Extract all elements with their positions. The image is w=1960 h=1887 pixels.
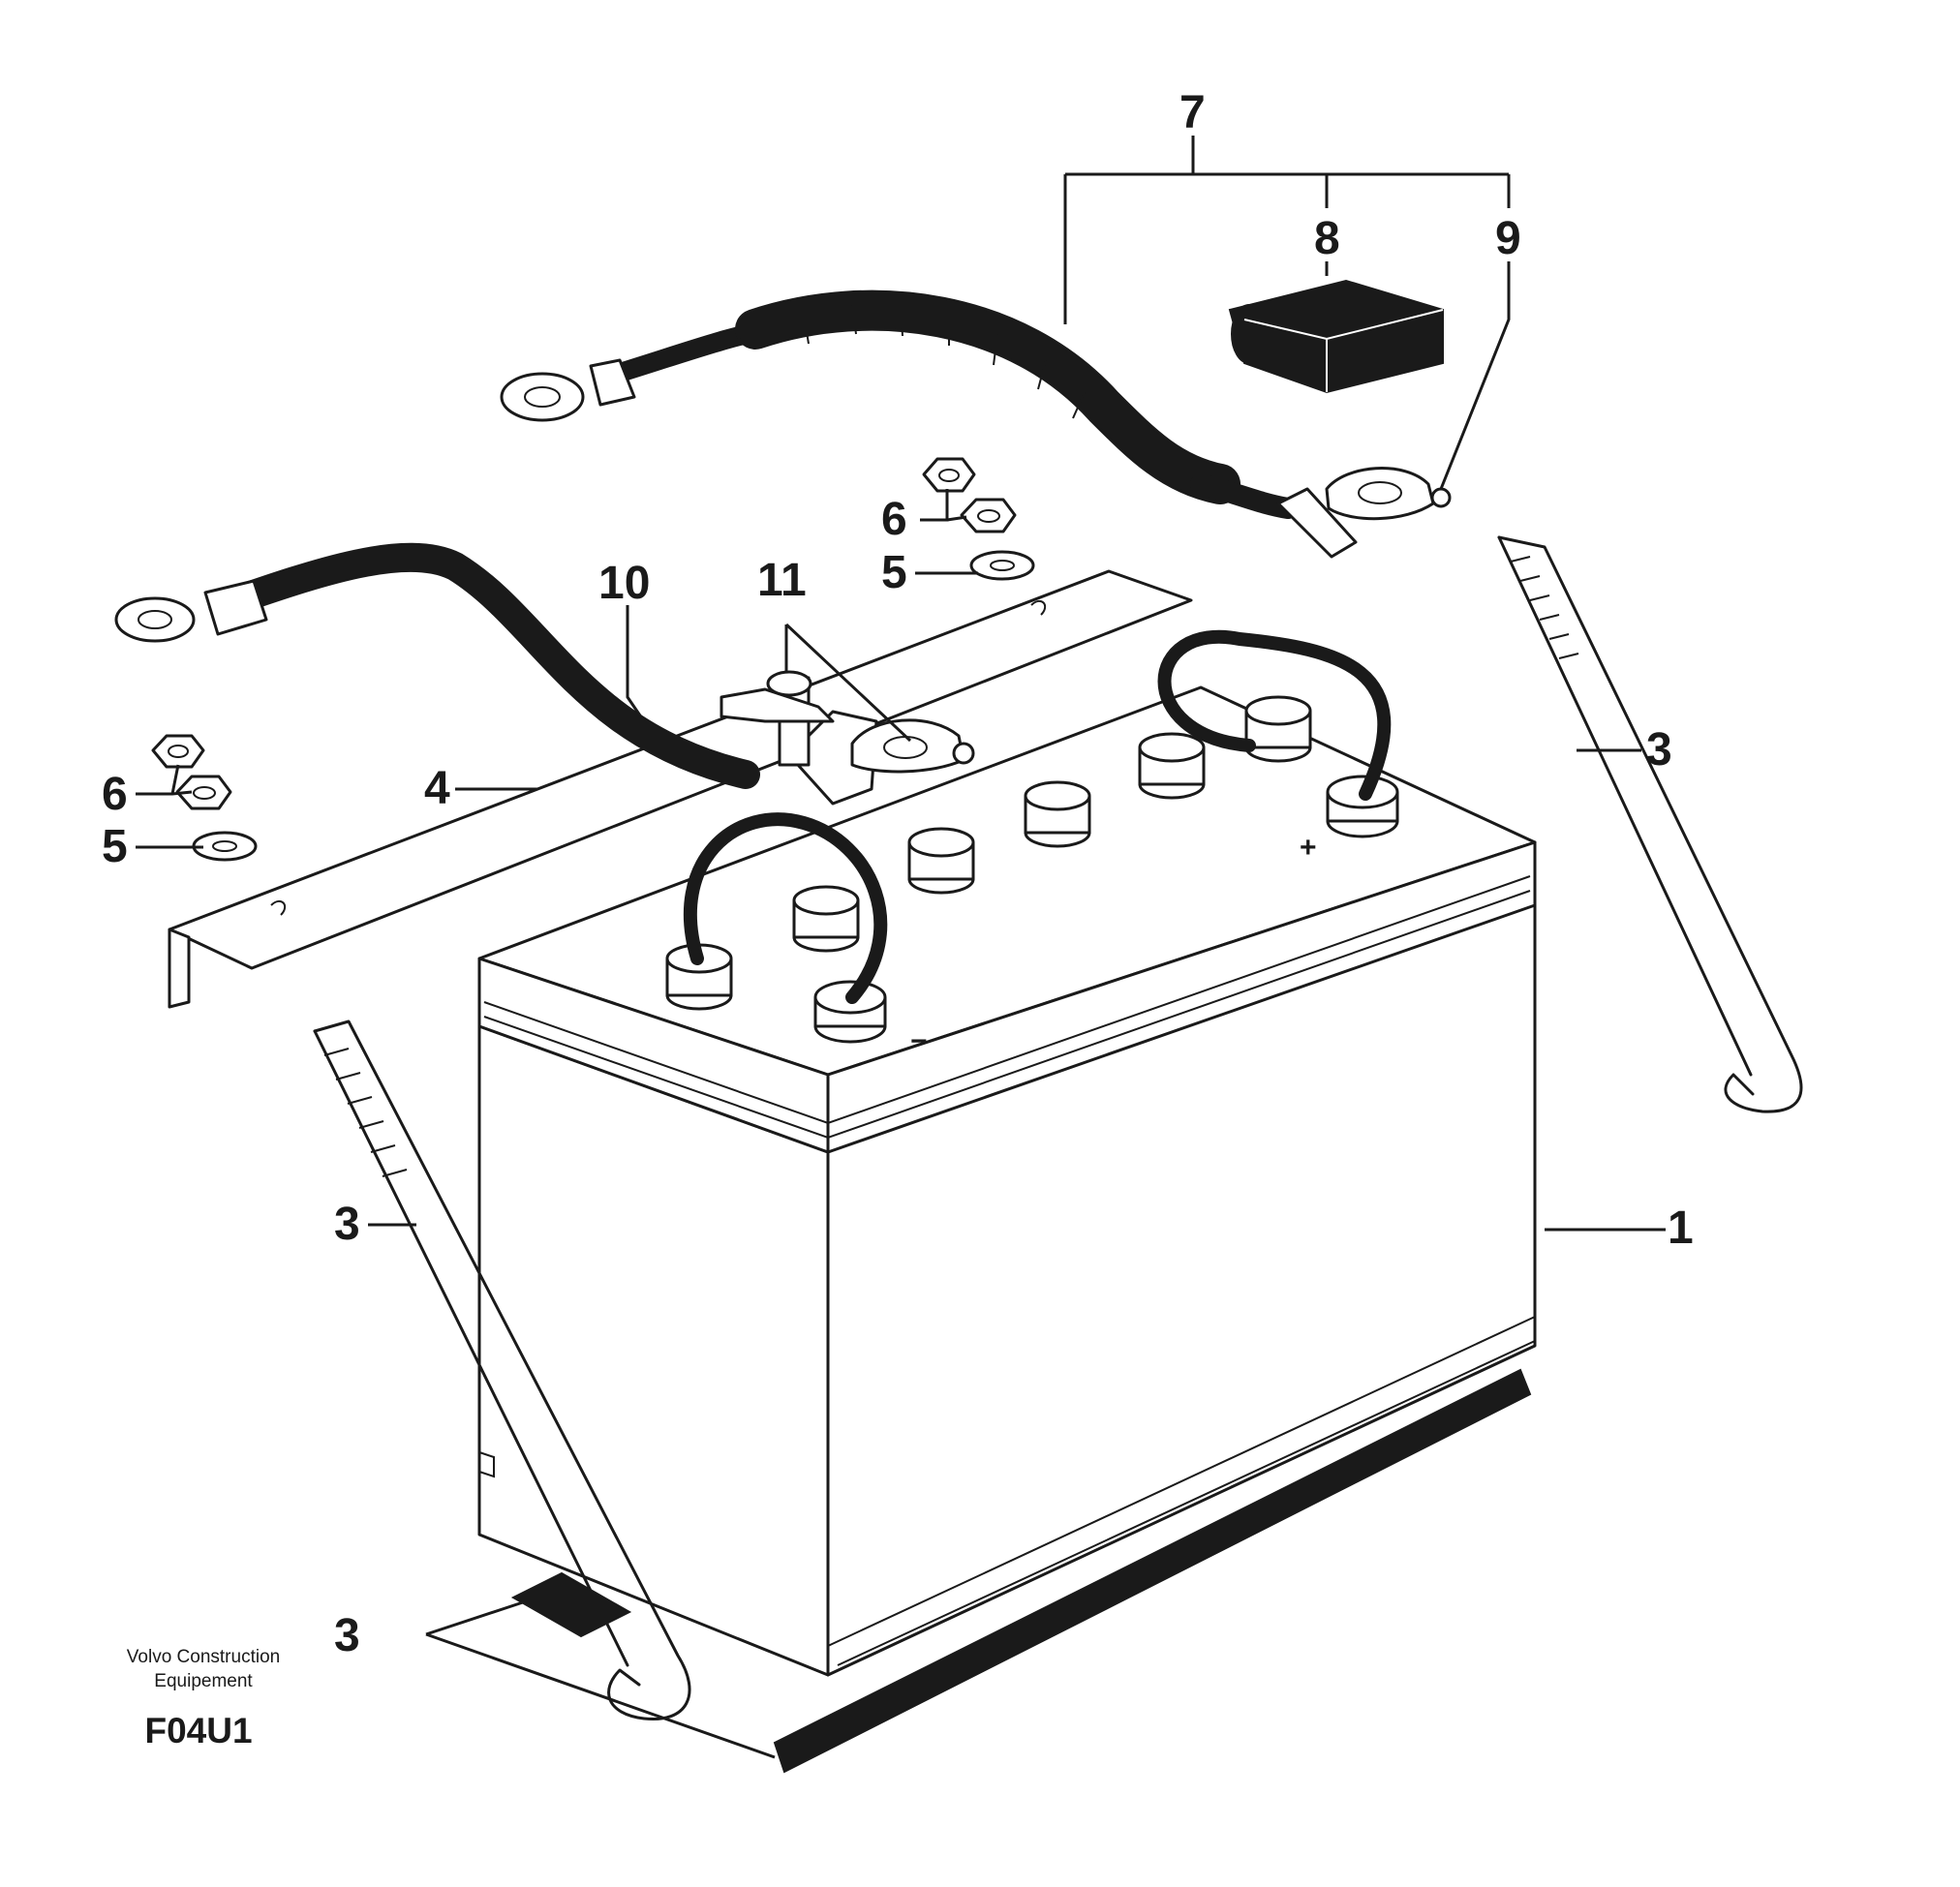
washer <box>192 831 258 862</box>
rubber-pads <box>510 1368 1532 1774</box>
plus-mark: + <box>1300 832 1317 864</box>
callout-3-pads: 3 <box>334 1610 360 1661</box>
cell-cap <box>1244 695 1312 763</box>
positive-cable <box>500 289 1299 519</box>
callout-5-left: 5 <box>102 821 128 872</box>
cell-cap <box>665 943 733 1011</box>
cell-straps <box>683 629 1392 1004</box>
hex-nut <box>922 457 976 493</box>
callout-9: 9 <box>1495 213 1521 264</box>
callout-1: 1 <box>1668 1202 1694 1254</box>
minus-mark: − <box>910 1025 928 1057</box>
fasteners-right <box>922 457 1035 581</box>
leader-lines <box>136 136 1666 1759</box>
callout-3-rod-left: 3 <box>334 1199 360 1250</box>
cell-cap <box>907 827 975 895</box>
credit-line-1: Volvo Construction <box>127 1647 280 1667</box>
callout-5-right: 5 <box>881 547 907 598</box>
hold-down-rod-left <box>313 1020 691 1721</box>
callout-8: 8 <box>1314 213 1340 264</box>
washer <box>969 550 1035 581</box>
cell-cap <box>792 885 860 953</box>
terminal-clamp <box>1276 467 1452 559</box>
callout-11: 11 <box>757 555 807 606</box>
main-switch <box>720 670 975 806</box>
hold-down-rod-right <box>1497 535 1803 1113</box>
hex-nut <box>151 734 205 769</box>
credit-line-2: Equipement <box>154 1671 253 1691</box>
callout-7: 7 <box>1179 87 1206 138</box>
callout-3-rod-right: 3 <box>1646 724 1672 776</box>
cell-cap <box>1024 780 1091 848</box>
callout-6-left: 6 <box>102 769 128 820</box>
terminal-cover <box>1228 279 1444 394</box>
callout-10: 10 <box>598 558 650 609</box>
callout-6-right: 6 <box>881 494 907 545</box>
fasteners-left <box>151 734 258 862</box>
hex-nut <box>960 498 1017 533</box>
negative-cable <box>114 542 760 789</box>
figure-code: F04U1 <box>144 1711 252 1750</box>
hex-nut <box>175 775 232 810</box>
battery <box>477 685 1537 1677</box>
cell-cap <box>1138 732 1206 800</box>
callout-4: 4 <box>424 763 450 814</box>
